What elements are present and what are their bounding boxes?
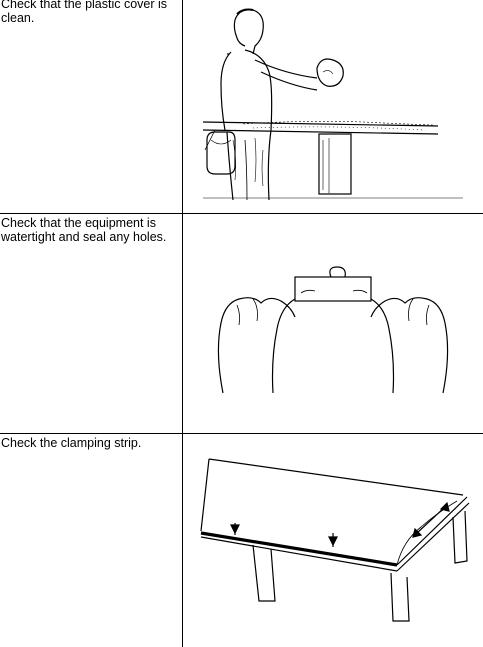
hands-sealing-hole-illustration (183, 213, 483, 433)
row-divider (0, 433, 483, 434)
row-divider (0, 213, 483, 214)
step-instruction: Check that the plastic cover is clean. (1, 0, 168, 25)
person-wiping-cover-illustration (183, 0, 483, 213)
step-row-clean-cover: Check that the plastic cover is clean. (0, 0, 483, 213)
column-divider (182, 0, 183, 647)
step-instruction: Check the clamping strip. (1, 436, 142, 450)
clamping-strip-illustration (183, 433, 483, 647)
step-instruction: Check that the equipment is watertight a… (1, 216, 167, 244)
step-row-clamping-strip: Check the clamping strip. (0, 433, 483, 647)
step-row-watertight: Check that the equipment is watertight a… (0, 213, 483, 433)
